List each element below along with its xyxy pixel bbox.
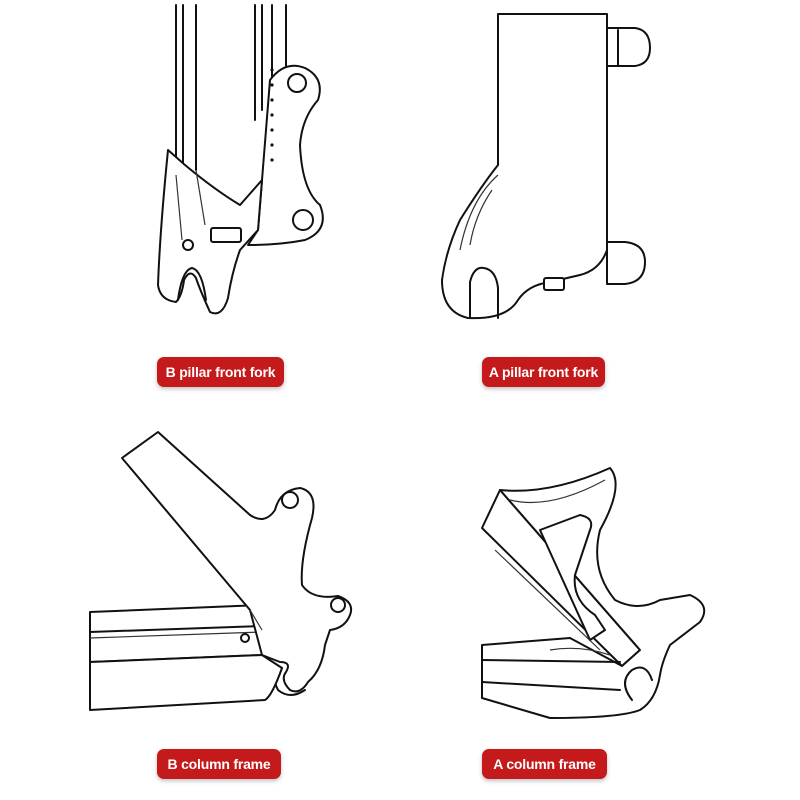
b-pillar-fork-label: B pillar front fork — [157, 357, 284, 387]
b-pillar-fork-panel: B pillar front fork — [0, 0, 400, 400]
b-column-frame-panel: B column frame — [0, 400, 400, 800]
a-column-frame-drawing — [481, 467, 706, 719]
a-column-frame-label: A column frame — [482, 749, 607, 779]
a-pillar-fork-drawing — [441, 13, 651, 320]
a-pillar-fork-panel: A pillar front fork — [400, 0, 800, 400]
a-column-frame-panel — [400, 400, 800, 800]
b-pillar-fork-drawing — [157, 4, 324, 315]
b-column-frame-drawing — [89, 431, 353, 711]
b-column-frame-label: B column frame — [157, 749, 281, 779]
rivet-dots — [270, 68, 274, 162]
a-pillar-fork-label: A pillar front fork — [482, 357, 605, 387]
